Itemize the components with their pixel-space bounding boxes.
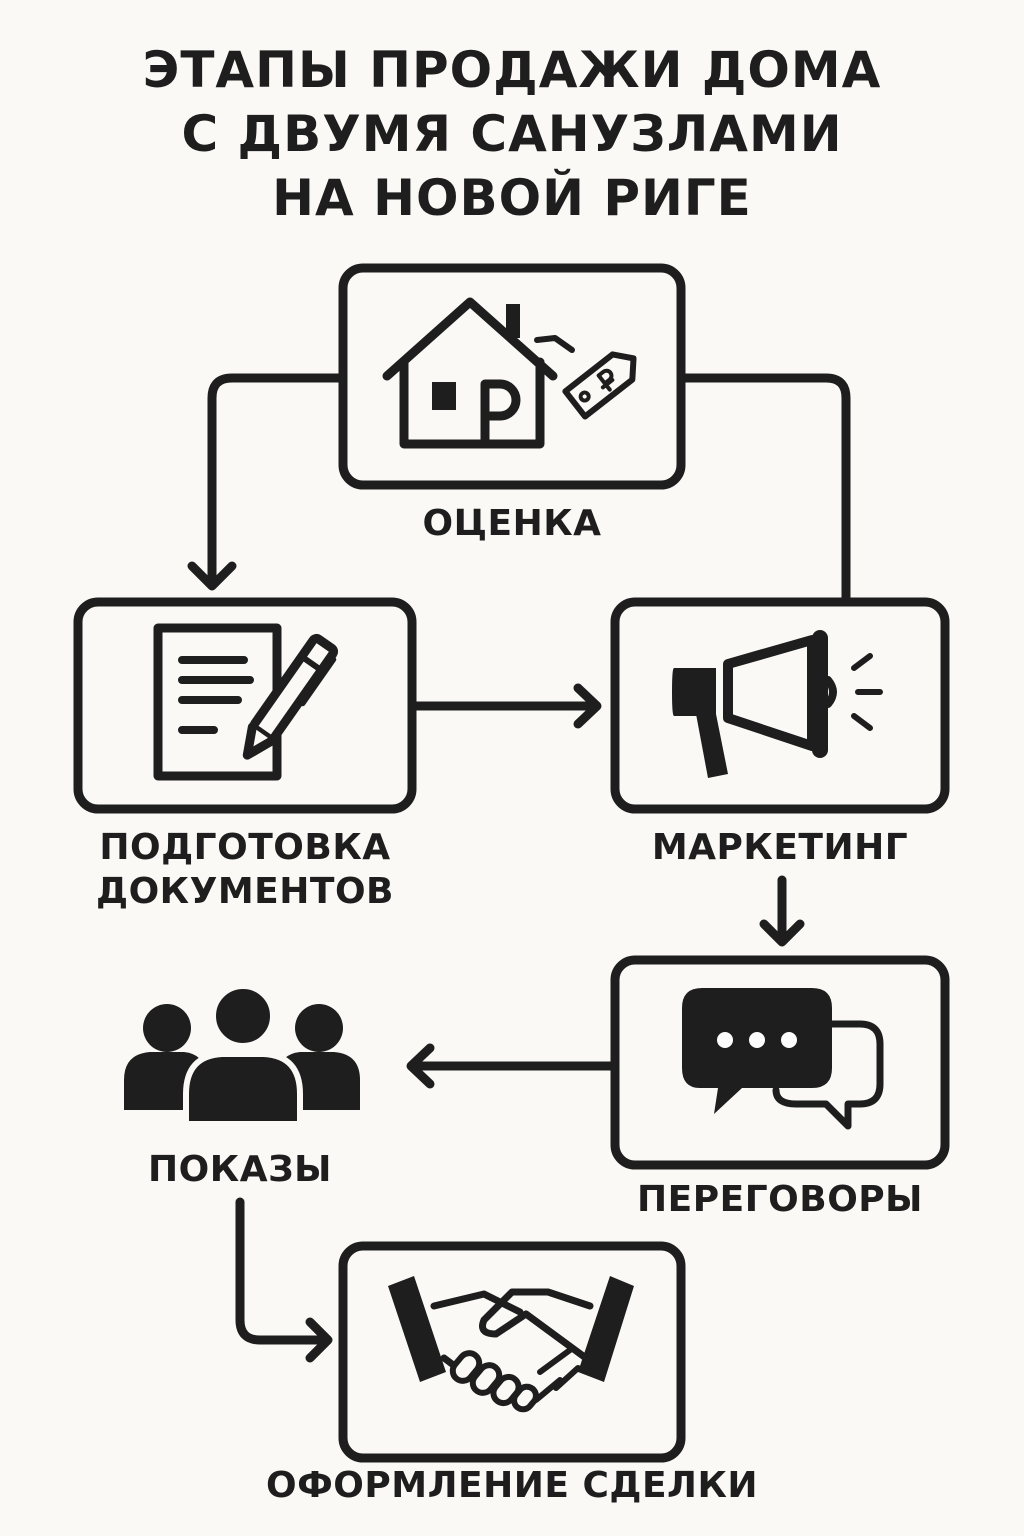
document-pen-icon (153, 623, 339, 781)
deal-box (338, 1241, 686, 1463)
arrowhead-marketing (573, 683, 602, 729)
title-line-1: ЭТАПЫ ПРОДАЖИ ДОМА (142, 41, 882, 99)
page-title: ЭТАПЫ ПРОДАЖИ ДОМА С ДВУМЯ САНУЗЛАМИ НА … (0, 38, 1024, 230)
marketing-label: МАРКЕТИНГ (651, 827, 909, 868)
documents-label-line-1: ПОДГОТОВКА (99, 827, 391, 868)
evaluation-box (338, 263, 686, 490)
arrowhead-documents (187, 561, 237, 591)
documents-label: ПОДГОТОВКА ДОКУМЕНТОВ (78, 826, 412, 914)
connectors (187, 373, 851, 1363)
marketing-box (610, 597, 950, 814)
documents-box (73, 597, 417, 814)
arrowhead-showings (406, 1043, 435, 1089)
connector-showings-to-deal (235, 1197, 331, 1345)
connector-evaluation-to-marketing (676, 373, 851, 605)
title-line-2: С ДВУМЯ САНУЗЛАМИ (181, 105, 843, 163)
megaphone-icon (672, 630, 883, 778)
chat-bubbles-icon (682, 988, 884, 1130)
house-price-tag-icon (382, 297, 637, 449)
title-line-3: НА НОВОЙ РИГЕ (272, 169, 752, 227)
deal-label: ОФОРМЛЕНИЕ СДЕЛКИ (265, 1465, 759, 1506)
evaluation-label: ОЦЕНКА (422, 503, 602, 544)
arrowhead-deal (305, 1317, 333, 1363)
arrowhead-negotiations (759, 919, 805, 947)
connector-evaluation-to-documents (207, 373, 348, 587)
showings-label: ПОКАЗЫ (148, 1149, 332, 1190)
people-group-icon (124, 983, 360, 1127)
documents-label-line-2: ДОКУМЕНТОВ (96, 871, 394, 912)
negotiations-label: ПЕРЕГОВОРЫ (637, 1179, 923, 1220)
negotiations-box (610, 955, 950, 1170)
handshake-icon (388, 1276, 634, 1413)
